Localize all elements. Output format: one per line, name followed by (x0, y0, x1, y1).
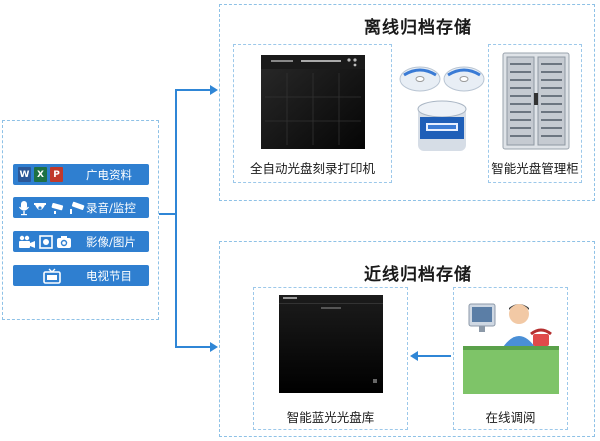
offline-section-title: 离线归档存储 (364, 18, 472, 38)
connector-to-offline (175, 89, 211, 91)
burner-card[interactable]: 全自动光盘刻录打印机 (233, 44, 392, 183)
source-label: 电视节目 (86, 268, 132, 283)
cabinet-caption: 智能光盘管理柜 (491, 161, 579, 176)
disc-burner-printer-icon (261, 55, 365, 149)
powerpoint-icon: P (50, 167, 63, 182)
source-item-tv-programs[interactable]: 电视节目 (13, 265, 149, 286)
connector-access-to-library (416, 355, 451, 357)
blank-discs-icon (399, 66, 485, 151)
access-caption: 在线调阅 (485, 410, 536, 425)
dome-camera-icon (34, 202, 46, 210)
nearline-archive-section: 近线归档存储 智能蓝光光盘库 (219, 241, 595, 437)
source-item-broadcast-data[interactable]: W X P 广电资料 (13, 164, 149, 185)
arrow-to-offline-icon (210, 85, 218, 95)
source-item-video-images[interactable]: 影像/图片 (13, 231, 149, 252)
operator-workstation-icon (463, 303, 559, 394)
nearline-section-title: 近线归档存储 (364, 265, 472, 285)
connector-vertical-trunk (175, 89, 177, 348)
library-caption: 智能蓝光光盘库 (286, 410, 375, 425)
bullet-camera-icon (51, 202, 64, 214)
source-label: 录音/监控 (86, 200, 136, 215)
surveillance-icons-group (13, 200, 86, 216)
source-label: 影像/图片 (86, 234, 136, 249)
source-label: 广电资料 (86, 167, 132, 182)
video-camera-icon (19, 235, 35, 248)
media-icons-group (13, 234, 86, 249)
photo-frame-icon (39, 234, 53, 249)
arrow-to-nearline-icon (210, 342, 218, 352)
offline-archive-section: 离线归档存储 全自动光盘刻录打印机 (219, 4, 595, 201)
photo-camera-icon (57, 235, 71, 248)
burner-caption: 全自动光盘刻录打印机 (249, 161, 375, 176)
disc-cabinet-icon (502, 52, 570, 150)
source-data-panel: W X P 广电资料 (2, 120, 159, 320)
microphone-icon (18, 200, 30, 215)
television-icon (43, 268, 61, 284)
word-icon: W (18, 167, 31, 182)
connector-to-nearline (175, 346, 211, 348)
cctv-camera-icon (70, 201, 85, 214)
connector-main-horizontal (159, 213, 177, 215)
office-icons-group: W X P (13, 167, 86, 182)
bluray-library-icon (279, 295, 383, 393)
arrow-to-library-icon (410, 351, 418, 361)
library-card[interactable]: 智能蓝光光盘库 (253, 287, 408, 430)
cabinet-card[interactable]: 智能光盘管理柜 (488, 44, 582, 183)
source-item-audio-surveillance[interactable]: 录音/监控 (13, 197, 149, 218)
tv-icons-group (13, 268, 86, 284)
excel-icon: X (34, 167, 47, 182)
online-access-card[interactable]: 在线调阅 (453, 287, 568, 430)
